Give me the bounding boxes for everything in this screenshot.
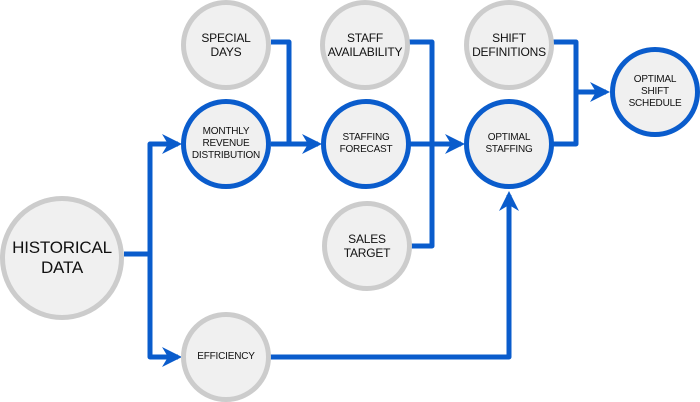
node-optimal-shift-schedule: OPTIMAL SHIFT SCHEDULE (610, 47, 700, 137)
node-label: STAFFING FORECAST (339, 132, 393, 155)
node-label: HISTORICAL DATA (12, 237, 112, 277)
node-label: SHIFT DEFINITIONS (472, 30, 546, 59)
edge-efficiency-to-optimal-staffing (270, 191, 519, 360)
edge-shift-definitions-to-schedule (552, 39, 579, 92)
edge-special-days-to-staffing-forecast (271, 39, 292, 144)
node-label: EFFICIENCY (197, 351, 255, 362)
edge-staff-availability-to-optimal-staffing (408, 39, 435, 144)
node-label: OPTIMAL STAFFING (485, 132, 533, 155)
node-label: OPTIMAL SHIFT SCHEDULE (628, 74, 682, 109)
node-label: STAFF AVAILABILITY (327, 30, 403, 59)
node-label: SPECIAL DAYS (201, 30, 251, 59)
node-optimal-staffing: OPTIMAL STAFFING (464, 99, 554, 189)
node-efficiency: EFFICIENCY (181, 312, 271, 402)
edge-optimal-staffing-to-schedule (552, 82, 610, 147)
node-special-days: SPECIAL DAYS (181, 0, 271, 90)
node-sales-target: SALES TARGET (322, 201, 412, 291)
node-staff-availability: STAFF AVAILABILITY (320, 0, 410, 90)
edge-historical-to-monthly-revenue (147, 134, 182, 254)
edge-sales-target-to-optimal-staffing (410, 144, 435, 249)
node-historical-data: HISTORICAL DATA (0, 196, 124, 320)
node-shift-definitions: SHIFT DEFINITIONS (464, 0, 554, 90)
node-label: MONTHLY REVENUE DISTRIBUTION (191, 126, 261, 161)
node-label: SALES TARGET (343, 231, 391, 260)
node-monthly-revenue-distribution: MONTHLY REVENUE DISTRIBUTION (181, 99, 271, 189)
edge-historical-to-efficiency (124, 251, 182, 367)
node-staffing-forecast: STAFFING FORECAST (321, 99, 411, 189)
